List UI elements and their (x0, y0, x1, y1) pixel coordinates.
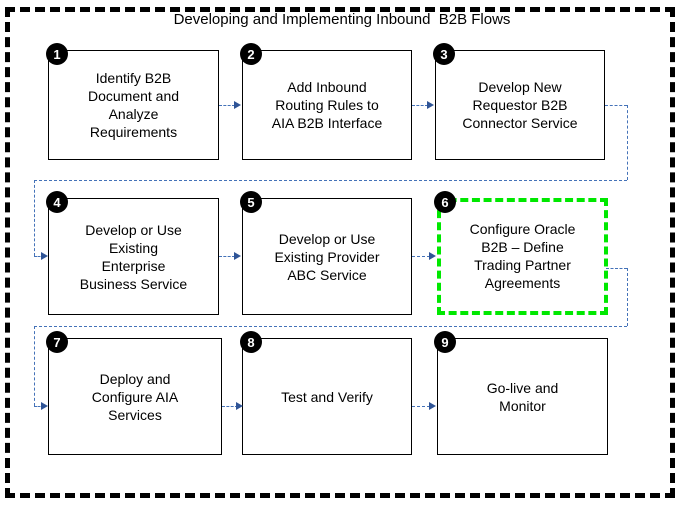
connector-6-wrap-down (627, 268, 628, 326)
step-box-8[interactable]: Test and Verify (242, 338, 412, 455)
connector-6-wrap-left (34, 326, 627, 327)
page-title: Developing and Implementing Inbound B2B … (173, 11, 511, 28)
step-label-1: Identify B2B Document and Analyze Requir… (87, 70, 180, 140)
step-box-7[interactable]: Deploy and Configure AIA Services (48, 338, 222, 455)
step-box-5[interactable]: Develop or Use Existing Provider ABC Ser… (242, 198, 412, 315)
diagram-outer-frame (5, 7, 675, 498)
connector-3-wrap-downleft (34, 180, 35, 256)
step-label-3: Develop New Requestor B2B Connector Serv… (462, 79, 578, 131)
connector-3-wrap-down (627, 105, 628, 180)
step-label-2: Add Inbound Routing Rules to AIA B2B Int… (271, 79, 383, 131)
step-label-9: Go-live and Monitor (486, 379, 559, 414)
step-badge-8: 8 (240, 331, 262, 353)
step-box-2[interactable]: Add Inbound Routing Rules to AIA B2B Int… (242, 50, 412, 160)
connector-6-wrap-downleft (34, 326, 35, 406)
connector-6-into-7 (34, 406, 44, 407)
step-label-7: Deploy and Configure AIA Services (91, 370, 179, 423)
step-badge-4: 4 (46, 191, 68, 213)
arrowhead-6-to-7 (41, 402, 48, 410)
connector-5-to-6 (412, 256, 430, 257)
connector-4-to-5 (219, 256, 235, 257)
step-badge-9: 9 (434, 331, 456, 353)
step-box-3[interactable]: Develop New Requestor B2B Connector Serv… (435, 50, 605, 160)
step-badge-7: 7 (46, 331, 68, 353)
step-box-1[interactable]: Identify B2B Document and Analyze Requir… (48, 50, 219, 160)
step-label-8: Test and Verify (281, 388, 373, 405)
step-badge-5: 5 (240, 191, 262, 213)
connector-8-to-9 (412, 406, 430, 407)
arrowhead-4-to-5 (234, 252, 241, 260)
step-box-6[interactable]: Configure Oracle B2B – Define Trading Pa… (437, 198, 608, 315)
step-badge-2: 2 (240, 43, 262, 65)
step-label-6: Configure Oracle B2B – Define Trading Pa… (469, 220, 576, 291)
arrowhead-8-to-9 (429, 402, 436, 410)
step-badge-6: 6 (434, 191, 456, 213)
step-badge-3: 3 (433, 43, 455, 65)
step-box-9[interactable]: Go-live and Monitor (437, 338, 608, 455)
step-box-4[interactable]: Develop or Use Existing Enterprise Busin… (48, 198, 219, 315)
step-label-5: Develop or Use Existing Provider ABC Ser… (274, 230, 380, 283)
connector-7-to-8 (222, 406, 238, 407)
arrowhead-7-to-8 (236, 402, 243, 410)
arrowhead-5-to-6 (429, 252, 436, 260)
connector-6-wrap-right (606, 268, 627, 269)
arrowhead-3-to-4 (41, 252, 48, 260)
connector-3-wrap-right (605, 105, 627, 106)
connector-3-wrap-left (34, 180, 627, 181)
connector-3-into-4 (34, 256, 44, 257)
arrowhead-1-to-2 (234, 101, 241, 109)
step-label-4: Develop or Use Existing Enterprise Busin… (79, 221, 188, 292)
connector-2-to-3 (412, 105, 428, 106)
step-badge-1: 1 (46, 43, 68, 65)
connector-1-to-2 (219, 105, 235, 106)
arrowhead-2-to-3 (427, 101, 434, 109)
